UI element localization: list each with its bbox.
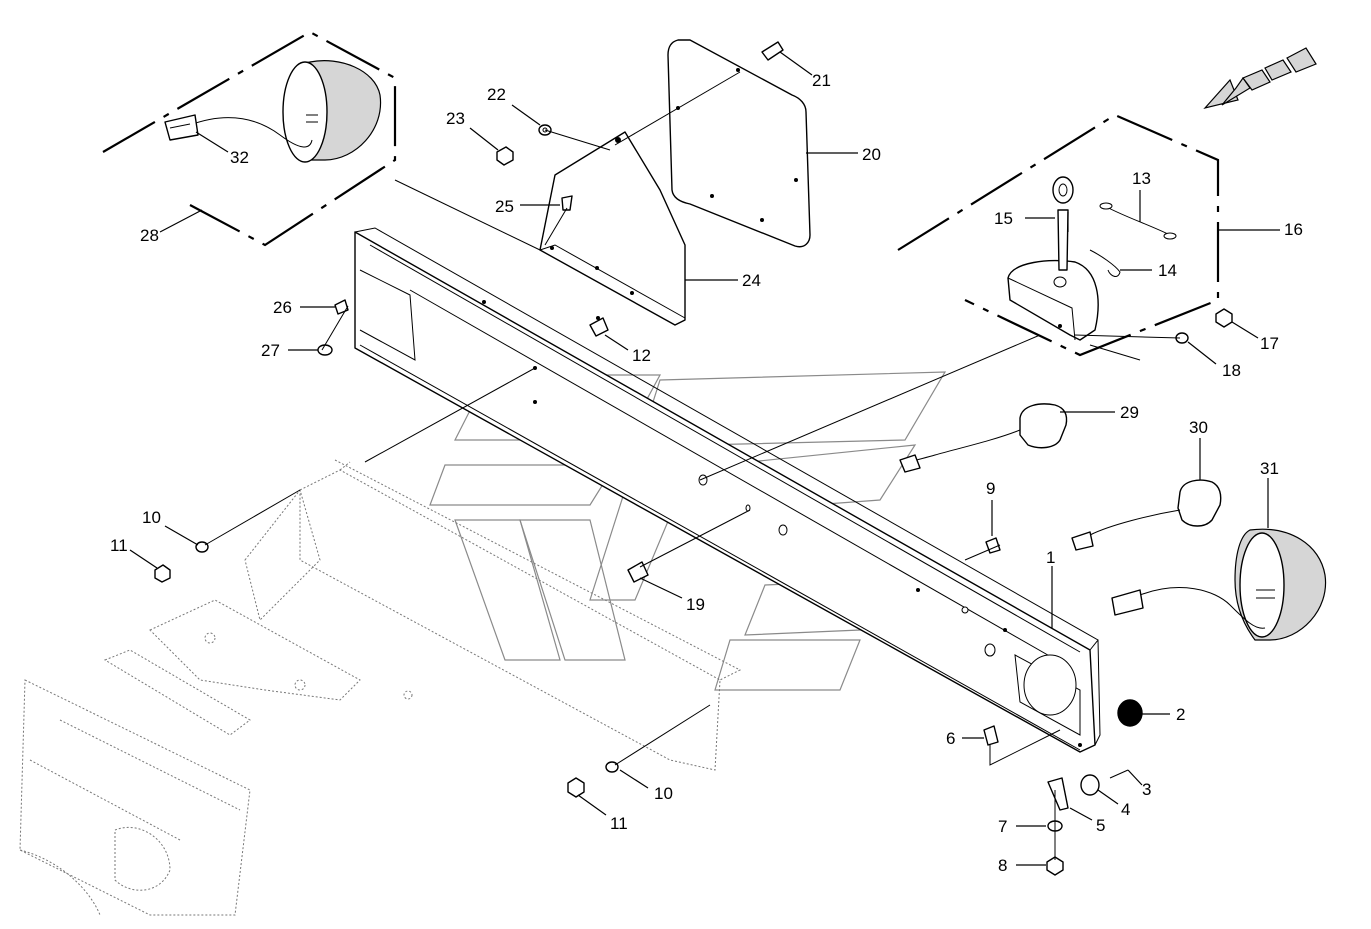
callout-11b: 11 — [610, 814, 628, 833]
callout-5: 5 — [1096, 816, 1105, 835]
callout-9: 9 — [986, 479, 995, 498]
cover-plate-20 — [667, 39, 811, 248]
callout-11a: 11 — [110, 536, 128, 555]
callout-10b: 10 — [654, 784, 673, 803]
callout-28: 28 — [140, 226, 159, 245]
callout-23: 23 — [446, 109, 465, 128]
callout-29: 29 — [1120, 403, 1139, 422]
callout-21: 21 — [812, 71, 831, 90]
callout-4: 4 — [1121, 800, 1130, 819]
callout-25: 25 — [495, 197, 514, 216]
main-beam — [354, 227, 1101, 753]
lamp-group-28-outline — [102, 30, 397, 247]
reflector-30 — [1071, 479, 1222, 551]
reflector-29 — [899, 403, 1068, 473]
direction-arrow-icon — [1203, 47, 1317, 110]
callout-16: 16 — [1284, 220, 1303, 239]
callout-6: 6 — [946, 729, 955, 748]
hitch-block — [1007, 176, 1177, 341]
assembly-lines — [204, 71, 1181, 860]
callout-7: 7 — [998, 817, 1007, 836]
callout-17: 17 — [1260, 334, 1279, 353]
callout-15: 15 — [994, 209, 1013, 228]
callout-19: 19 — [686, 595, 705, 614]
callout-labels: 1 2 3 4 5 6 7 8 9 10 10 11 11 12 13 14 1… — [110, 71, 1303, 875]
callout-3: 3 — [1142, 780, 1151, 799]
callout-31: 31 — [1260, 459, 1279, 478]
callout-12: 12 — [632, 346, 651, 365]
bracket-plate-24 — [539, 131, 686, 326]
callout-32: 32 — [230, 148, 249, 167]
callout-10a: 10 — [142, 508, 161, 527]
callout-18: 18 — [1222, 361, 1241, 380]
lamp-31 — [1111, 528, 1327, 641]
callout-20: 20 — [862, 145, 881, 164]
callout-22: 22 — [487, 85, 506, 104]
leader-lines — [129, 51, 1280, 866]
callout-30: 30 — [1189, 418, 1208, 437]
callout-8: 8 — [998, 856, 1007, 875]
callout-13: 13 — [1132, 169, 1151, 188]
callout-27: 27 — [261, 341, 280, 360]
callout-14: 14 — [1158, 261, 1177, 280]
callout-1: 1 — [1046, 548, 1055, 567]
callout-26: 26 — [273, 298, 292, 317]
chassis-frame-ghost — [19, 459, 742, 916]
callout-2: 2 — [1176, 705, 1185, 724]
lamp-28 — [164, 60, 382, 163]
callout-24: 24 — [742, 271, 761, 290]
